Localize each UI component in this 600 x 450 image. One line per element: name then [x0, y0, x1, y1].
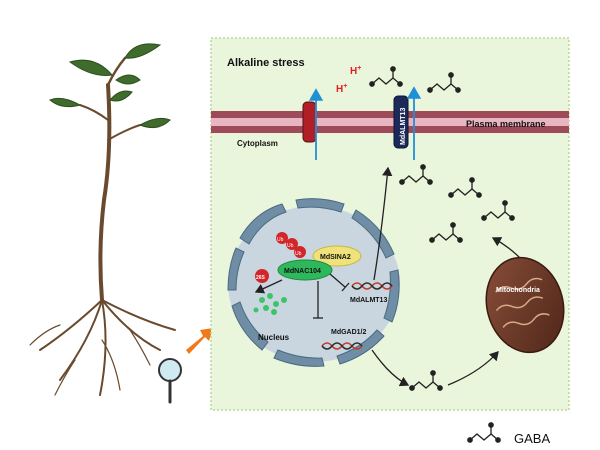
- degradation-arrow: [254, 279, 283, 294]
- gaba-molecule-synthesized: [409, 370, 443, 391]
- nac104-label: MdNAC104: [284, 268, 321, 275]
- plasma-membrane-label: Plasma membrane: [466, 119, 546, 129]
- ub-label-2: Ub: [287, 243, 294, 249]
- proton-label-1: H+: [350, 65, 361, 77]
- ub-label-3: Ub: [295, 251, 302, 257]
- degraded-fragments: [253, 293, 287, 315]
- nucleus: [227, 198, 400, 367]
- almt13-expression-arrow: [373, 166, 393, 281]
- mitochondria-label: Mitochondria: [496, 287, 540, 294]
- alkaline-stress-label: Alkaline stress: [227, 57, 305, 69]
- almt13-transporter-label: MdALMT13: [400, 108, 407, 145]
- almt13-transporter: [393, 86, 422, 160]
- to-mitochondria-arrow: [447, 351, 499, 386]
- from-mitochondria-arrow: [491, 237, 521, 259]
- gaba-legend-icon: [467, 422, 501, 443]
- dna-almt13: [351, 282, 393, 290]
- gaba-molecule-extracellular-1: [369, 66, 403, 87]
- gaba-molecule-cytosol-3: [481, 200, 515, 221]
- gaba-molecule-cytosol-2: [448, 177, 482, 198]
- sina2-label: MdSINA2: [320, 254, 351, 261]
- proton-label-2: H+: [336, 83, 347, 95]
- dna-gad: [321, 342, 363, 350]
- nuclear-envelope: [227, 198, 400, 367]
- magnifier-icon: [158, 358, 182, 404]
- sina2-protein: [312, 245, 362, 267]
- gad-synthesis-arrow: [371, 349, 410, 387]
- plant-roots: [29, 299, 176, 396]
- inhibition-to-almt13: [329, 273, 350, 292]
- almt13-gene-label: MdALMT13: [350, 297, 387, 304]
- plant-leaves: [49, 43, 171, 129]
- nucleus-label: Nucleus: [258, 333, 290, 342]
- zoom-arrow: [186, 328, 213, 354]
- gaba-molecules: [369, 66, 515, 391]
- proteasome-label: 26S: [256, 275, 266, 281]
- plant-illustration: [29, 43, 213, 404]
- plant-stem: [79, 56, 141, 302]
- gaba-molecule-cytosol-1: [399, 164, 433, 185]
- gaba-molecule-cytosol-4: [429, 222, 463, 243]
- proteasome-26s: [255, 269, 269, 283]
- mitochondria: [485, 256, 565, 354]
- proton-channel: [302, 88, 324, 160]
- nac104-protein: [277, 259, 333, 281]
- plasma-membrane: [211, 111, 569, 133]
- gaba-molecule-extracellular-2: [427, 72, 461, 93]
- inhibition-to-gad: [313, 281, 323, 319]
- gaba-legend-label: GABA: [514, 431, 550, 446]
- gad-gene-label: MdGAD1/2: [331, 329, 367, 336]
- ubiquitin-chain: [276, 232, 306, 258]
- cytoplasm-label: Cytoplasm: [237, 139, 278, 148]
- ub-label-1: Ub: [277, 237, 284, 243]
